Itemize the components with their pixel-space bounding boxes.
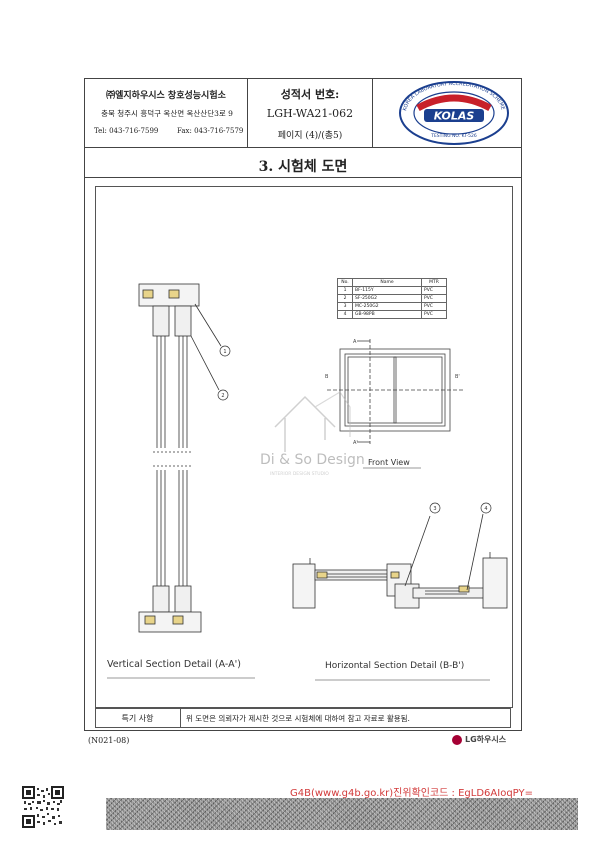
section-mark-a: A — [353, 339, 357, 345]
section-mark-b: B — [325, 374, 329, 380]
callout-4-label: 4 — [484, 506, 487, 512]
page-indicator: 페이지 (4)/(총5) — [277, 131, 343, 141]
g4b-verification-code: G4B(www.g4b.go.kr)진위확인코드 : EgLD6AIoqPY= — [290, 788, 533, 799]
callout-3-label: 3 — [433, 506, 436, 512]
header-divider-1 — [247, 78, 248, 148]
parts-table: No. Name MTR 1 BF-115Y PVC 2 SF-250G2 PV… — [337, 278, 447, 319]
kolas-testing: TESTING NO. KT-526 — [430, 133, 477, 139]
horizontal-caption: Horizontal Section Detail (B-B') — [325, 661, 464, 671]
callout-1-label: 1 — [223, 349, 226, 355]
org-fax: Fax: 043-716-7579 — [177, 127, 244, 135]
callout-4 — [480, 502, 492, 514]
table-row: 4 GB-98PB PVC — [337, 310, 447, 319]
section-mark-a-prime: A' — [353, 440, 358, 446]
callout-2 — [217, 389, 229, 401]
horizontal-section-detail — [292, 513, 508, 609]
lg-logo-icon — [452, 734, 462, 745]
watermark-logo: Di & So Design INTERIOR DESIGN STUDIO — [260, 391, 365, 477]
kolas-label: KOLAS — [434, 110, 475, 123]
kolas-logo: KOLAS KOREA LABORATORY ACCREDITATION SCH… — [399, 81, 509, 145]
front-view-label: Front View — [368, 458, 410, 467]
drawing-inner-frame — [95, 186, 513, 708]
vertical-section-detail — [138, 283, 222, 633]
report-number: LGH-WA21-062 — [266, 107, 354, 120]
section-drawings: 1 2 A A' B B' Front View 3 — [107, 283, 508, 681]
vertical-caption: Vertical Section Detail (A-A') — [107, 659, 241, 670]
org-address: 충북 청주시 흥덕구 옥산면 옥산산단3로 9 — [101, 109, 233, 118]
header-divider-2 — [372, 78, 373, 148]
report-label: 성적서 번호: — [280, 88, 340, 101]
remarks-text: 위 도면은 의뢰자가 제시한 것으로 시험체에 대하여 참고 자료로 활용됨. — [186, 714, 410, 723]
table-cell: PVC — [421, 310, 447, 319]
org-tel: Tel: 043-716-7599 — [94, 127, 159, 135]
section-title: 3. 시험체 도면 — [258, 159, 348, 175]
front-view-drawing — [327, 339, 463, 444]
header-box — [84, 78, 522, 148]
callout-3 — [429, 502, 441, 514]
section-title-box — [84, 148, 522, 178]
drawing-area — [84, 178, 522, 731]
lg-logo-text: LG하우시스 — [465, 735, 507, 744]
remarks-label: 특기 사항 — [121, 714, 154, 723]
form-code: (N021-08) — [88, 736, 130, 745]
remarks-row — [95, 708, 511, 728]
watermark-tagline: INTERIOR DESIGN STUDIO — [270, 471, 329, 477]
security-pattern-band — [106, 798, 578, 830]
section-mark-b-prime: B' — [455, 374, 460, 380]
remarks-divider — [180, 708, 181, 728]
callout-1 — [219, 345, 231, 357]
org-name: ㈜엘지하우시스 창호성능시험소 — [106, 91, 226, 101]
callout-2-label: 2 — [221, 393, 224, 399]
lg-logo: LG하우시스 — [452, 734, 506, 745]
watermark-brand: Di & So Design — [260, 452, 365, 468]
qr-code-icon — [22, 786, 64, 828]
